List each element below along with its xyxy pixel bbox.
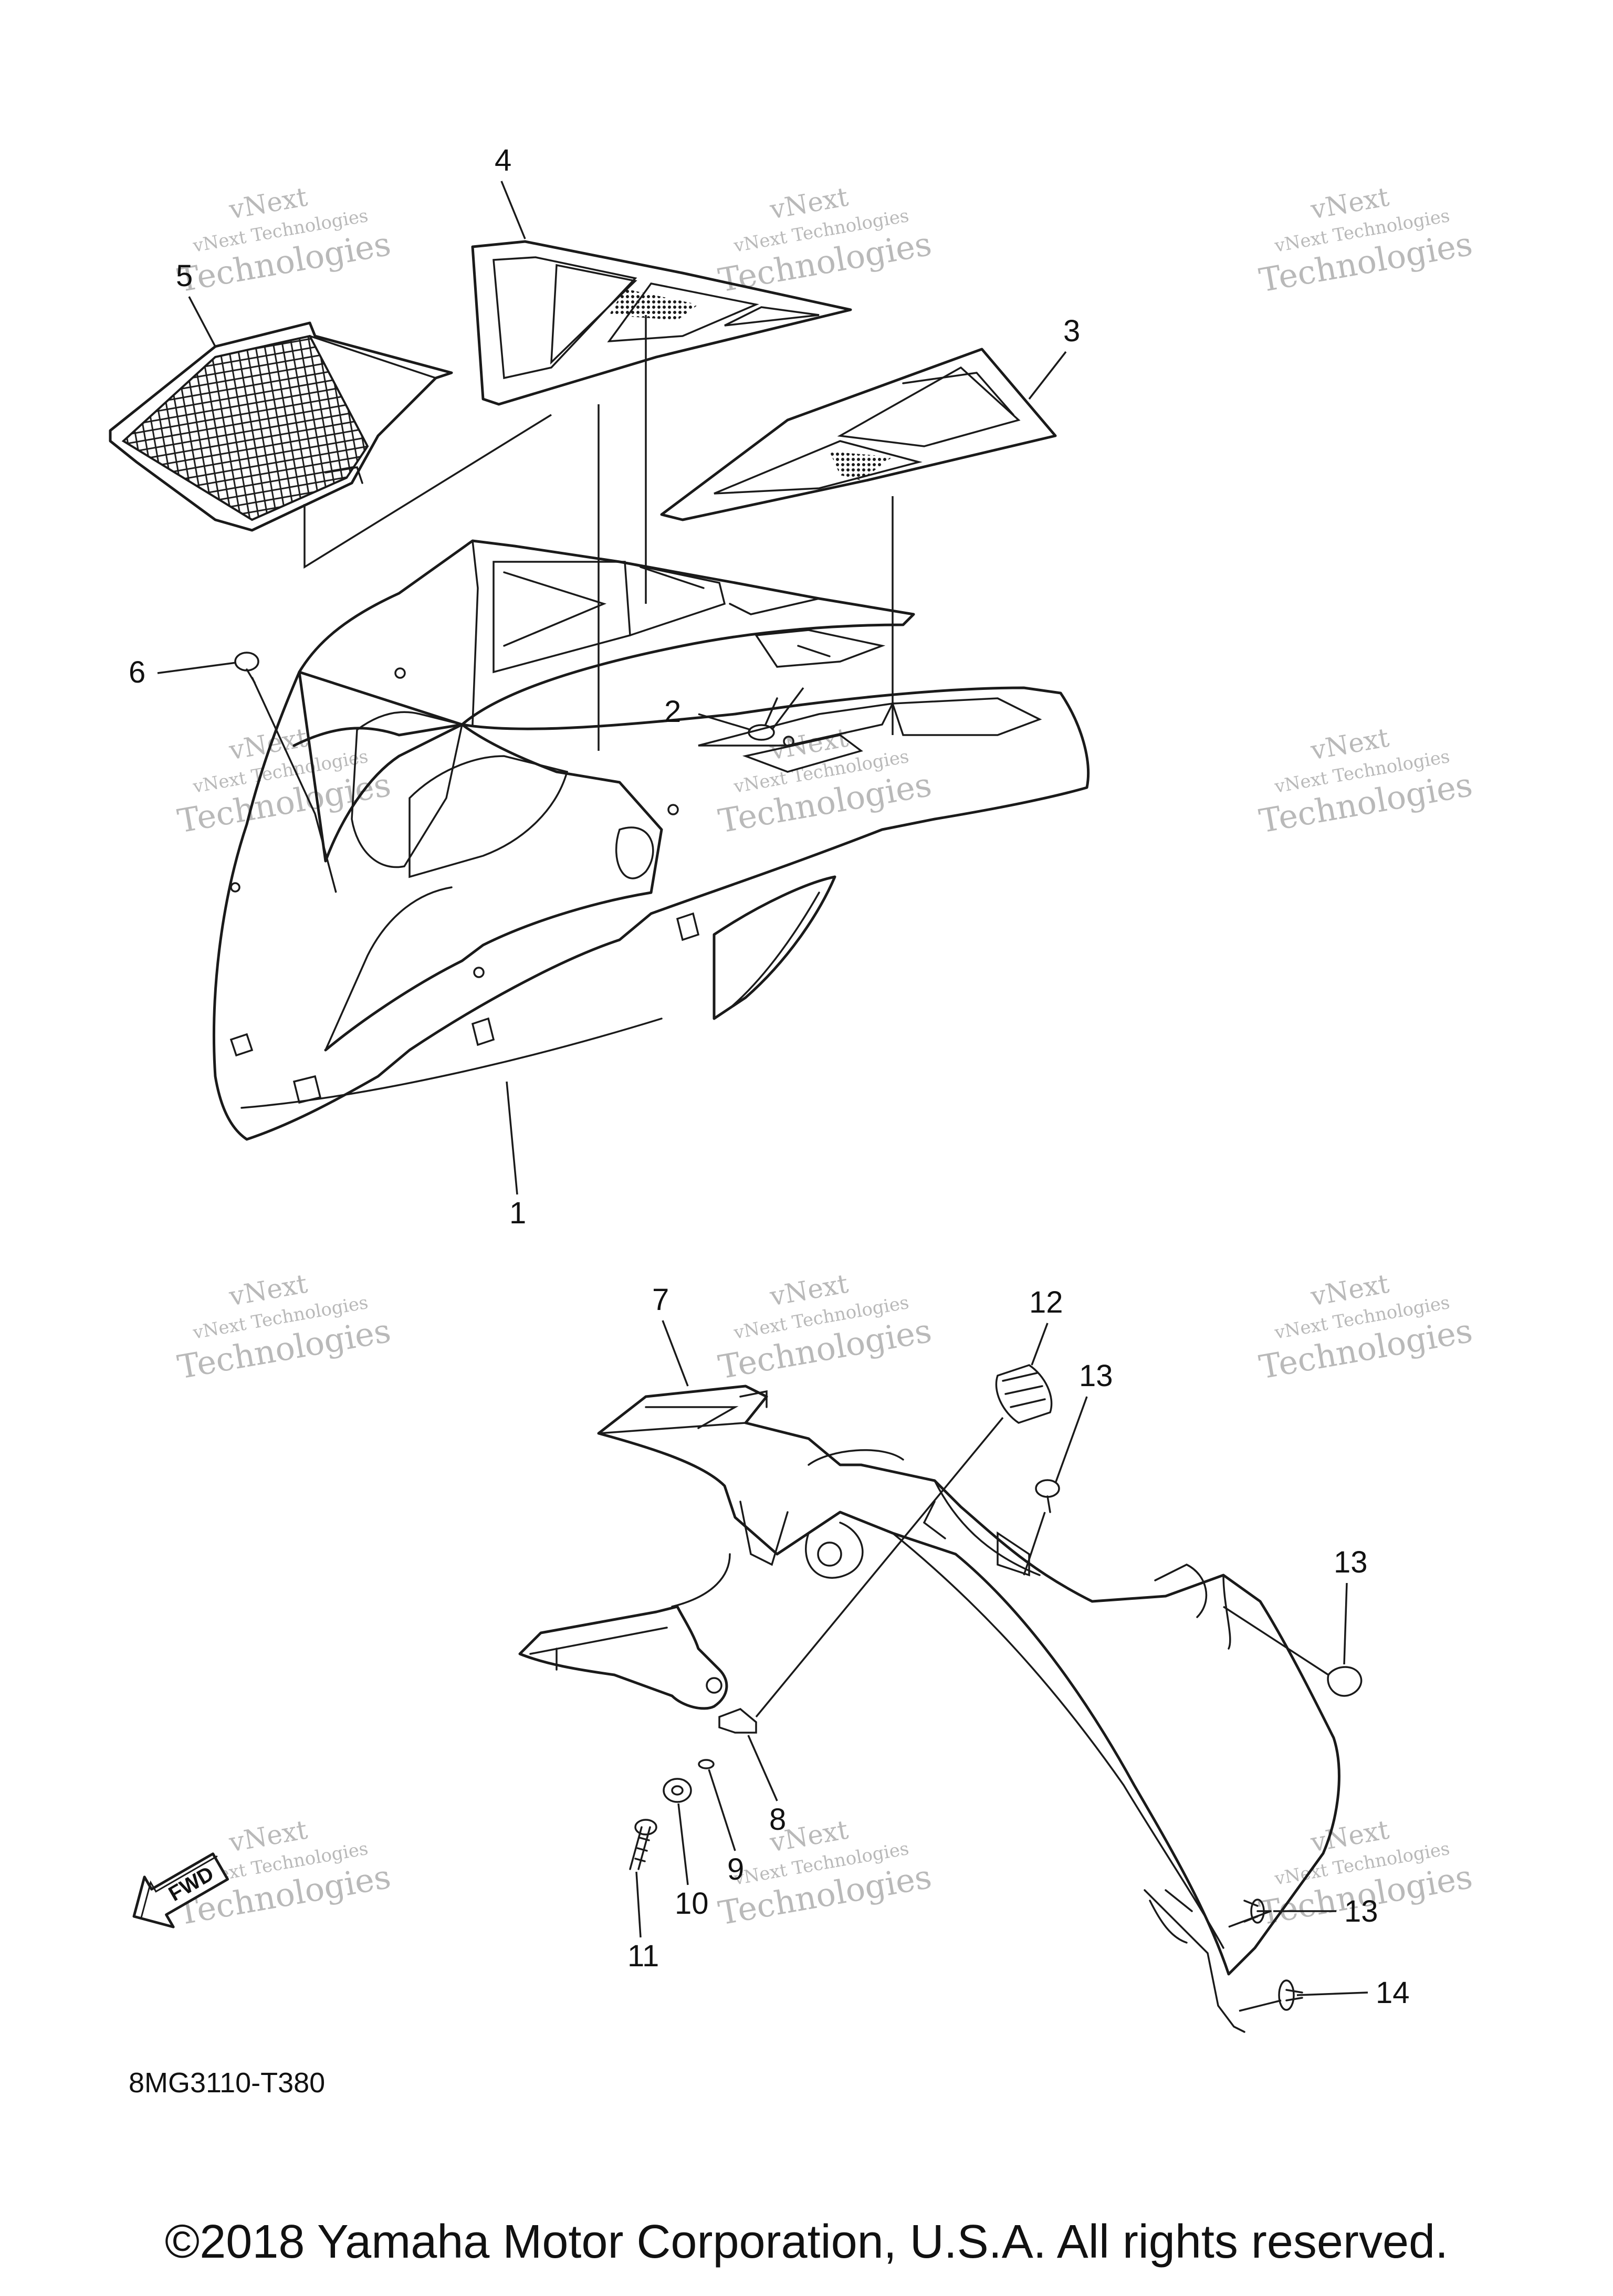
part-14-bolt xyxy=(1278,1979,1303,2011)
watermark: vNext Technologies vNext Technologies xyxy=(1256,182,1475,300)
part-5-mesh-grille xyxy=(109,321,453,532)
callout-1: 1 xyxy=(509,1196,526,1230)
fwd-arrow-icon: FWD xyxy=(132,1852,229,1928)
callout-10: 10 xyxy=(675,1886,709,1921)
callout-4: 4 xyxy=(495,143,511,177)
part-3-side-vent xyxy=(660,348,1057,521)
watermark: vNext Technologies vNext Technologies xyxy=(716,722,935,841)
callout-9: 9 xyxy=(727,1852,744,1886)
watermark: vNext Technologies vNext Technologies xyxy=(1256,1268,1475,1387)
watermark: vNext Technologies vNext Technologies xyxy=(175,182,394,300)
part-1-front-cowl xyxy=(213,539,1090,1141)
part-4-vent-panel xyxy=(471,240,852,406)
part-13-screw-right xyxy=(1327,1666,1363,1697)
part-12-grommet xyxy=(995,1364,1053,1424)
callout-8: 8 xyxy=(769,1802,786,1837)
watermarks: vNext Technologies vNext Technologies vN… xyxy=(175,182,1475,1933)
callout-14: 14 xyxy=(1376,1976,1410,2010)
part-6-screw xyxy=(234,652,259,684)
part-2-screw xyxy=(748,697,778,741)
callout-13-top: 13 xyxy=(1079,1359,1113,1393)
callout-7: 7 xyxy=(652,1283,669,1317)
callout-6: 6 xyxy=(129,655,145,689)
callouts: 4 5 3 6 2 1 7 12 13 13 8 9 10 11 13 14 xyxy=(129,143,1410,2010)
callout-12: 12 xyxy=(1029,1285,1063,1319)
part-13-screw-top xyxy=(1035,1479,1060,1513)
callout-3: 3 xyxy=(1063,314,1080,348)
callout-2: 2 xyxy=(664,695,681,729)
callout-5: 5 xyxy=(176,259,193,293)
part-10-collar xyxy=(663,1778,692,1803)
part-9-washer xyxy=(698,1759,715,1769)
assembly-lines xyxy=(251,315,1329,2012)
watermark: vNext Technologies vNext Technologies xyxy=(175,1268,394,1387)
part-11-bolt xyxy=(629,1819,657,1870)
part-code: 8MG3110-T380 xyxy=(129,2067,325,2099)
part-8-clip xyxy=(718,1708,757,1734)
watermark: vNext Technologies vNext Technologies xyxy=(1256,722,1475,841)
callout-13-lower: 13 xyxy=(1344,1894,1378,1928)
watermark: vNext Technologies vNext Technologies xyxy=(716,182,935,300)
copyright-text: ©2018 Yamaha Motor Corporation, U.S.A. A… xyxy=(165,2216,1448,2268)
part-7-rear-body xyxy=(518,1385,1340,2033)
watermark: vNext Technologies vNext Technologies xyxy=(716,1268,935,1387)
callout-11: 11 xyxy=(627,1939,659,1973)
callout-13-right: 13 xyxy=(1334,1545,1368,1579)
